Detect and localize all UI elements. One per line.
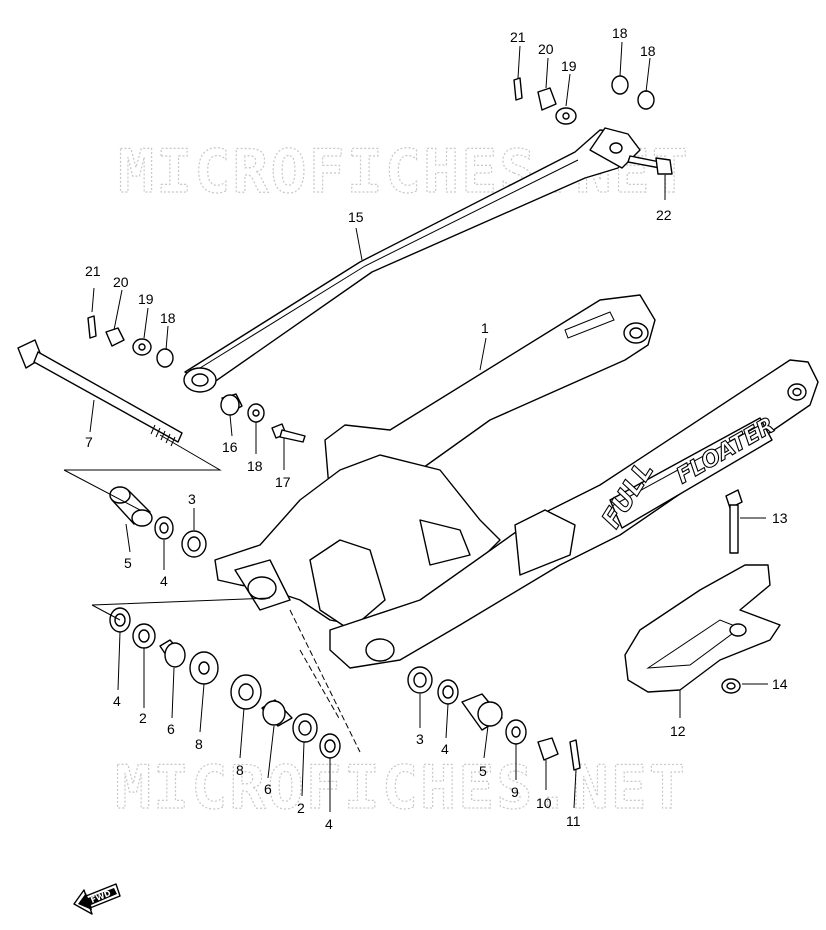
callout-6-left: 6 (167, 721, 175, 737)
upper-left-hardware (87, 315, 174, 368)
watermark-bottom: MICROFICHES.NET (115, 753, 687, 823)
callout-21-left: 21 (85, 263, 101, 279)
callout-18-mid: 18 (247, 458, 263, 474)
callout-8-mid: 8 (236, 762, 244, 778)
callout-1: 1 (481, 320, 489, 336)
callout-16: 16 (222, 439, 238, 455)
bolt-part-13 (725, 489, 743, 554)
callout-22: 22 (656, 207, 672, 223)
callout-18-right-a: 18 (612, 25, 628, 41)
assembly-lines (63, 434, 361, 753)
callout-4-mid: 4 (325, 816, 333, 832)
left-upper-stack (109, 486, 207, 558)
callout-14: 14 (772, 676, 788, 692)
callout-21-right: 21 (510, 29, 526, 45)
callout-18-left: 18 (160, 310, 176, 326)
chain-guide-part-12 (624, 564, 781, 693)
fwd-arrow-icon: FWD (73, 883, 121, 915)
callout-18-right-b: 18 (640, 43, 656, 59)
bottom-right-stack (407, 666, 581, 771)
callout-6-mid: 6 (264, 781, 272, 797)
upper-right-hardware (513, 75, 673, 175)
callout-17: 17 (275, 474, 291, 490)
callout-2-mid: 2 (297, 800, 305, 816)
callout-8-left: 8 (195, 736, 203, 752)
callout-19-right: 19 (561, 58, 577, 74)
rod-end-hardware (220, 393, 306, 443)
callout-9: 9 (511, 784, 519, 800)
callout-20-left: 20 (113, 274, 129, 290)
callout-11: 11 (566, 813, 581, 829)
callout-5-upper: 5 (124, 555, 132, 571)
bottom-middle-stack (230, 674, 341, 759)
callout-4-upper: 4 (160, 573, 168, 589)
callout-labels: 1 15 21 20 19 18 7 16 18 17 21 20 19 18 … (85, 25, 788, 832)
torque-rod-part-15 (183, 127, 641, 393)
callout-20-right: 20 (538, 41, 554, 57)
callout-2-left: 2 (139, 710, 147, 726)
left-lower-stack (109, 607, 219, 685)
callout-3-lower: 3 (416, 731, 424, 747)
callout-3-upper: 3 (188, 491, 196, 507)
callout-7: 7 (85, 434, 93, 450)
nut-part-14 (721, 678, 741, 694)
callout-5-lower: 5 (479, 763, 487, 779)
callout-19-left: 19 (138, 291, 154, 307)
leader-lines (89, 41, 768, 812)
callout-4-lower: 4 (441, 741, 449, 757)
callout-10: 10 (536, 795, 552, 811)
swingarm-part-1: FULL FLOATER (214, 294, 819, 669)
callout-12: 12 (670, 723, 686, 739)
callout-4-left: 4 (113, 693, 121, 709)
callout-15: 15 (348, 209, 364, 225)
pivot-bolt-part-7 (17, 339, 183, 447)
callout-13: 13 (772, 510, 788, 526)
